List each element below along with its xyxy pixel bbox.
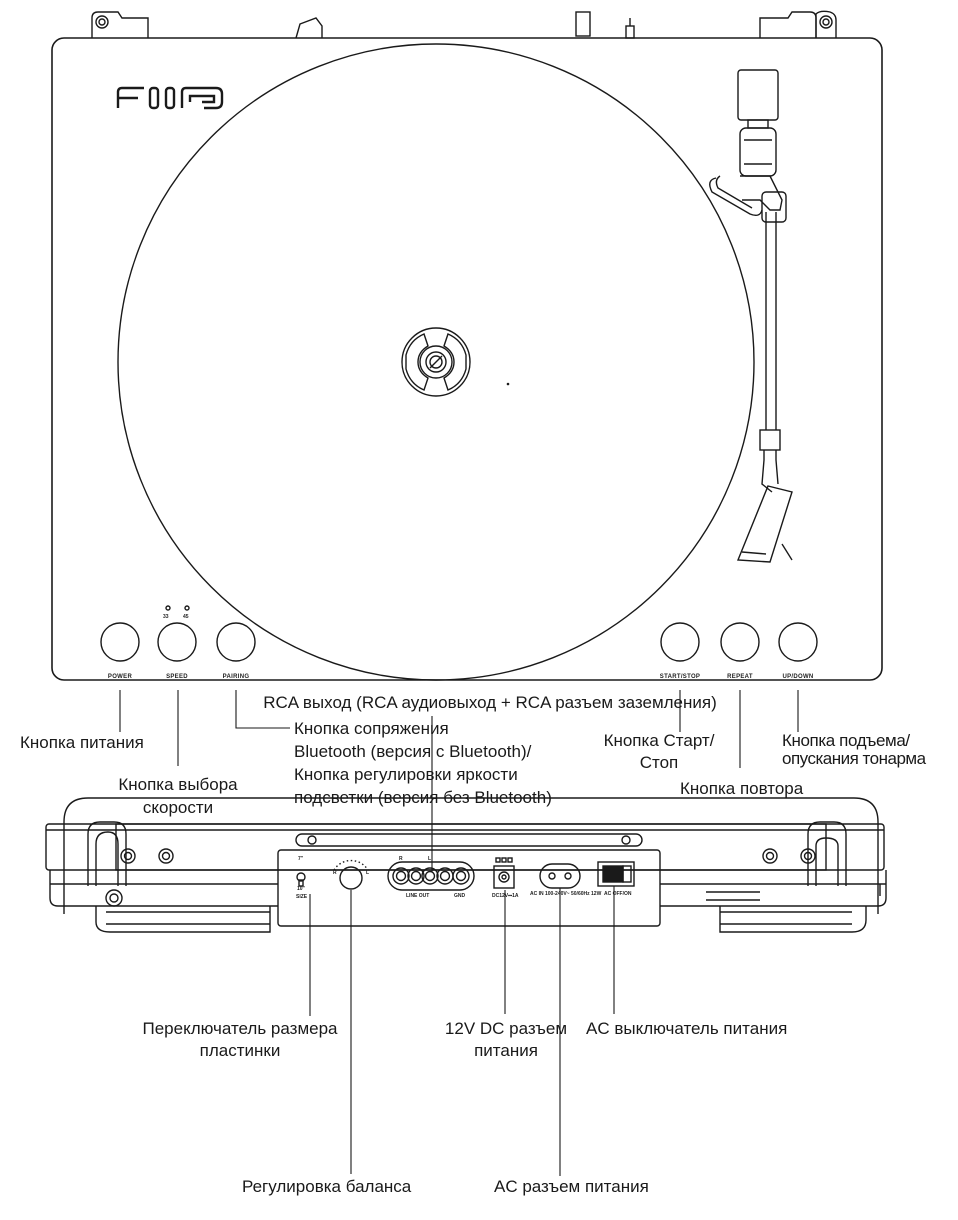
rca-r-label: R (399, 856, 403, 862)
size-switch-callout-line2: пластинки (199, 1041, 281, 1060)
up-down-button[interactable] (778, 622, 818, 662)
speed-button[interactable] (157, 622, 197, 662)
speed-callout-line1: Кнопка выбора (118, 775, 238, 794)
fiio-logo (116, 86, 224, 110)
dc-power-callout-line1: 12V DC разъем (444, 1019, 568, 1038)
start-stop-callout-line2: Стоп (639, 753, 679, 772)
balance-r-label: R (333, 870, 337, 876)
tonearm (709, 69, 793, 563)
up-down-callout-line2: опускания тонарма (782, 749, 926, 768)
dc-power-callout-line2: питания (474, 1041, 538, 1060)
pairing-button[interactable] (216, 622, 256, 662)
repeat-callout: Кнопка повтора (680, 779, 804, 798)
speed-label: SPEED (166, 674, 188, 680)
balance-callout: Регулировка баланса (242, 1177, 412, 1196)
speed-33-label: 33 (163, 614, 169, 620)
ac-in-label: AC IN 100-240V~ 50/60Hz 12W (530, 891, 602, 897)
rca-out-callout: RCA выход (RCA аудиовыход + RCA разъем з… (263, 693, 717, 712)
pairing-callout-line1: Кнопка сопряжения (294, 719, 449, 738)
repeat-button[interactable] (720, 622, 760, 662)
line-out-label: LINE OUT (406, 893, 430, 899)
balance-l-label: L (366, 870, 370, 876)
power-button[interactable] (100, 622, 140, 662)
pairing-callout-line2: Bluetooth (версия с Bluetooth)/ (294, 742, 532, 761)
size-label: SIZE (296, 894, 308, 900)
ac-switch-label: AC OFF/ON (604, 891, 632, 897)
size-switch-callout-line1: Переключатель размера (142, 1019, 338, 1038)
rear-view-body (45, 797, 887, 933)
repeat-label: REPEAT (727, 674, 753, 680)
ac-power-callout: AC разъем питания (494, 1177, 649, 1196)
dc-in-label: DC12V⎓1A (492, 893, 519, 899)
rear-callout-lines (309, 716, 615, 1176)
ac-switch-callout: AC выключатель питания (586, 1019, 788, 1038)
pairing-callout-line3: Кнопка регулировки яркости (294, 765, 518, 784)
start-stop-label: START/STOP (659, 674, 701, 680)
record-size-switch[interactable] (296, 872, 306, 882)
rca-l-label: L (428, 856, 432, 862)
speed-callout-line2: скорости (142, 798, 214, 817)
gnd-label: GND (454, 893, 466, 899)
up-down-callout-line1: Кнопка подъема/ (782, 731, 910, 750)
size-10-label: 10" (297, 886, 305, 892)
top-buttons (100, 605, 818, 662)
ac-power-socket[interactable] (539, 863, 581, 889)
power-callout: Кнопка питания (20, 733, 144, 752)
pairing-callout-line4: подсветки (версия без Bluetooth) (294, 788, 552, 807)
rear-connector-panel (277, 849, 661, 927)
start-stop-button[interactable] (660, 622, 700, 662)
speed-45-label: 45 (183, 614, 189, 620)
dc-power-jack[interactable] (493, 865, 515, 889)
top-view-body (51, 10, 883, 681)
ac-power-switch[interactable] (597, 861, 635, 887)
pairing-label: PAIRING (222, 674, 250, 680)
size-7-label: 7" (298, 856, 304, 862)
up-down-label: UP/DOWN (782, 674, 814, 680)
balance-knob[interactable] (339, 866, 363, 890)
top-callout-lines (119, 690, 799, 768)
power-label: POWER (107, 674, 133, 680)
start-stop-callout-line1: Кнопка Старт/ (603, 731, 715, 750)
